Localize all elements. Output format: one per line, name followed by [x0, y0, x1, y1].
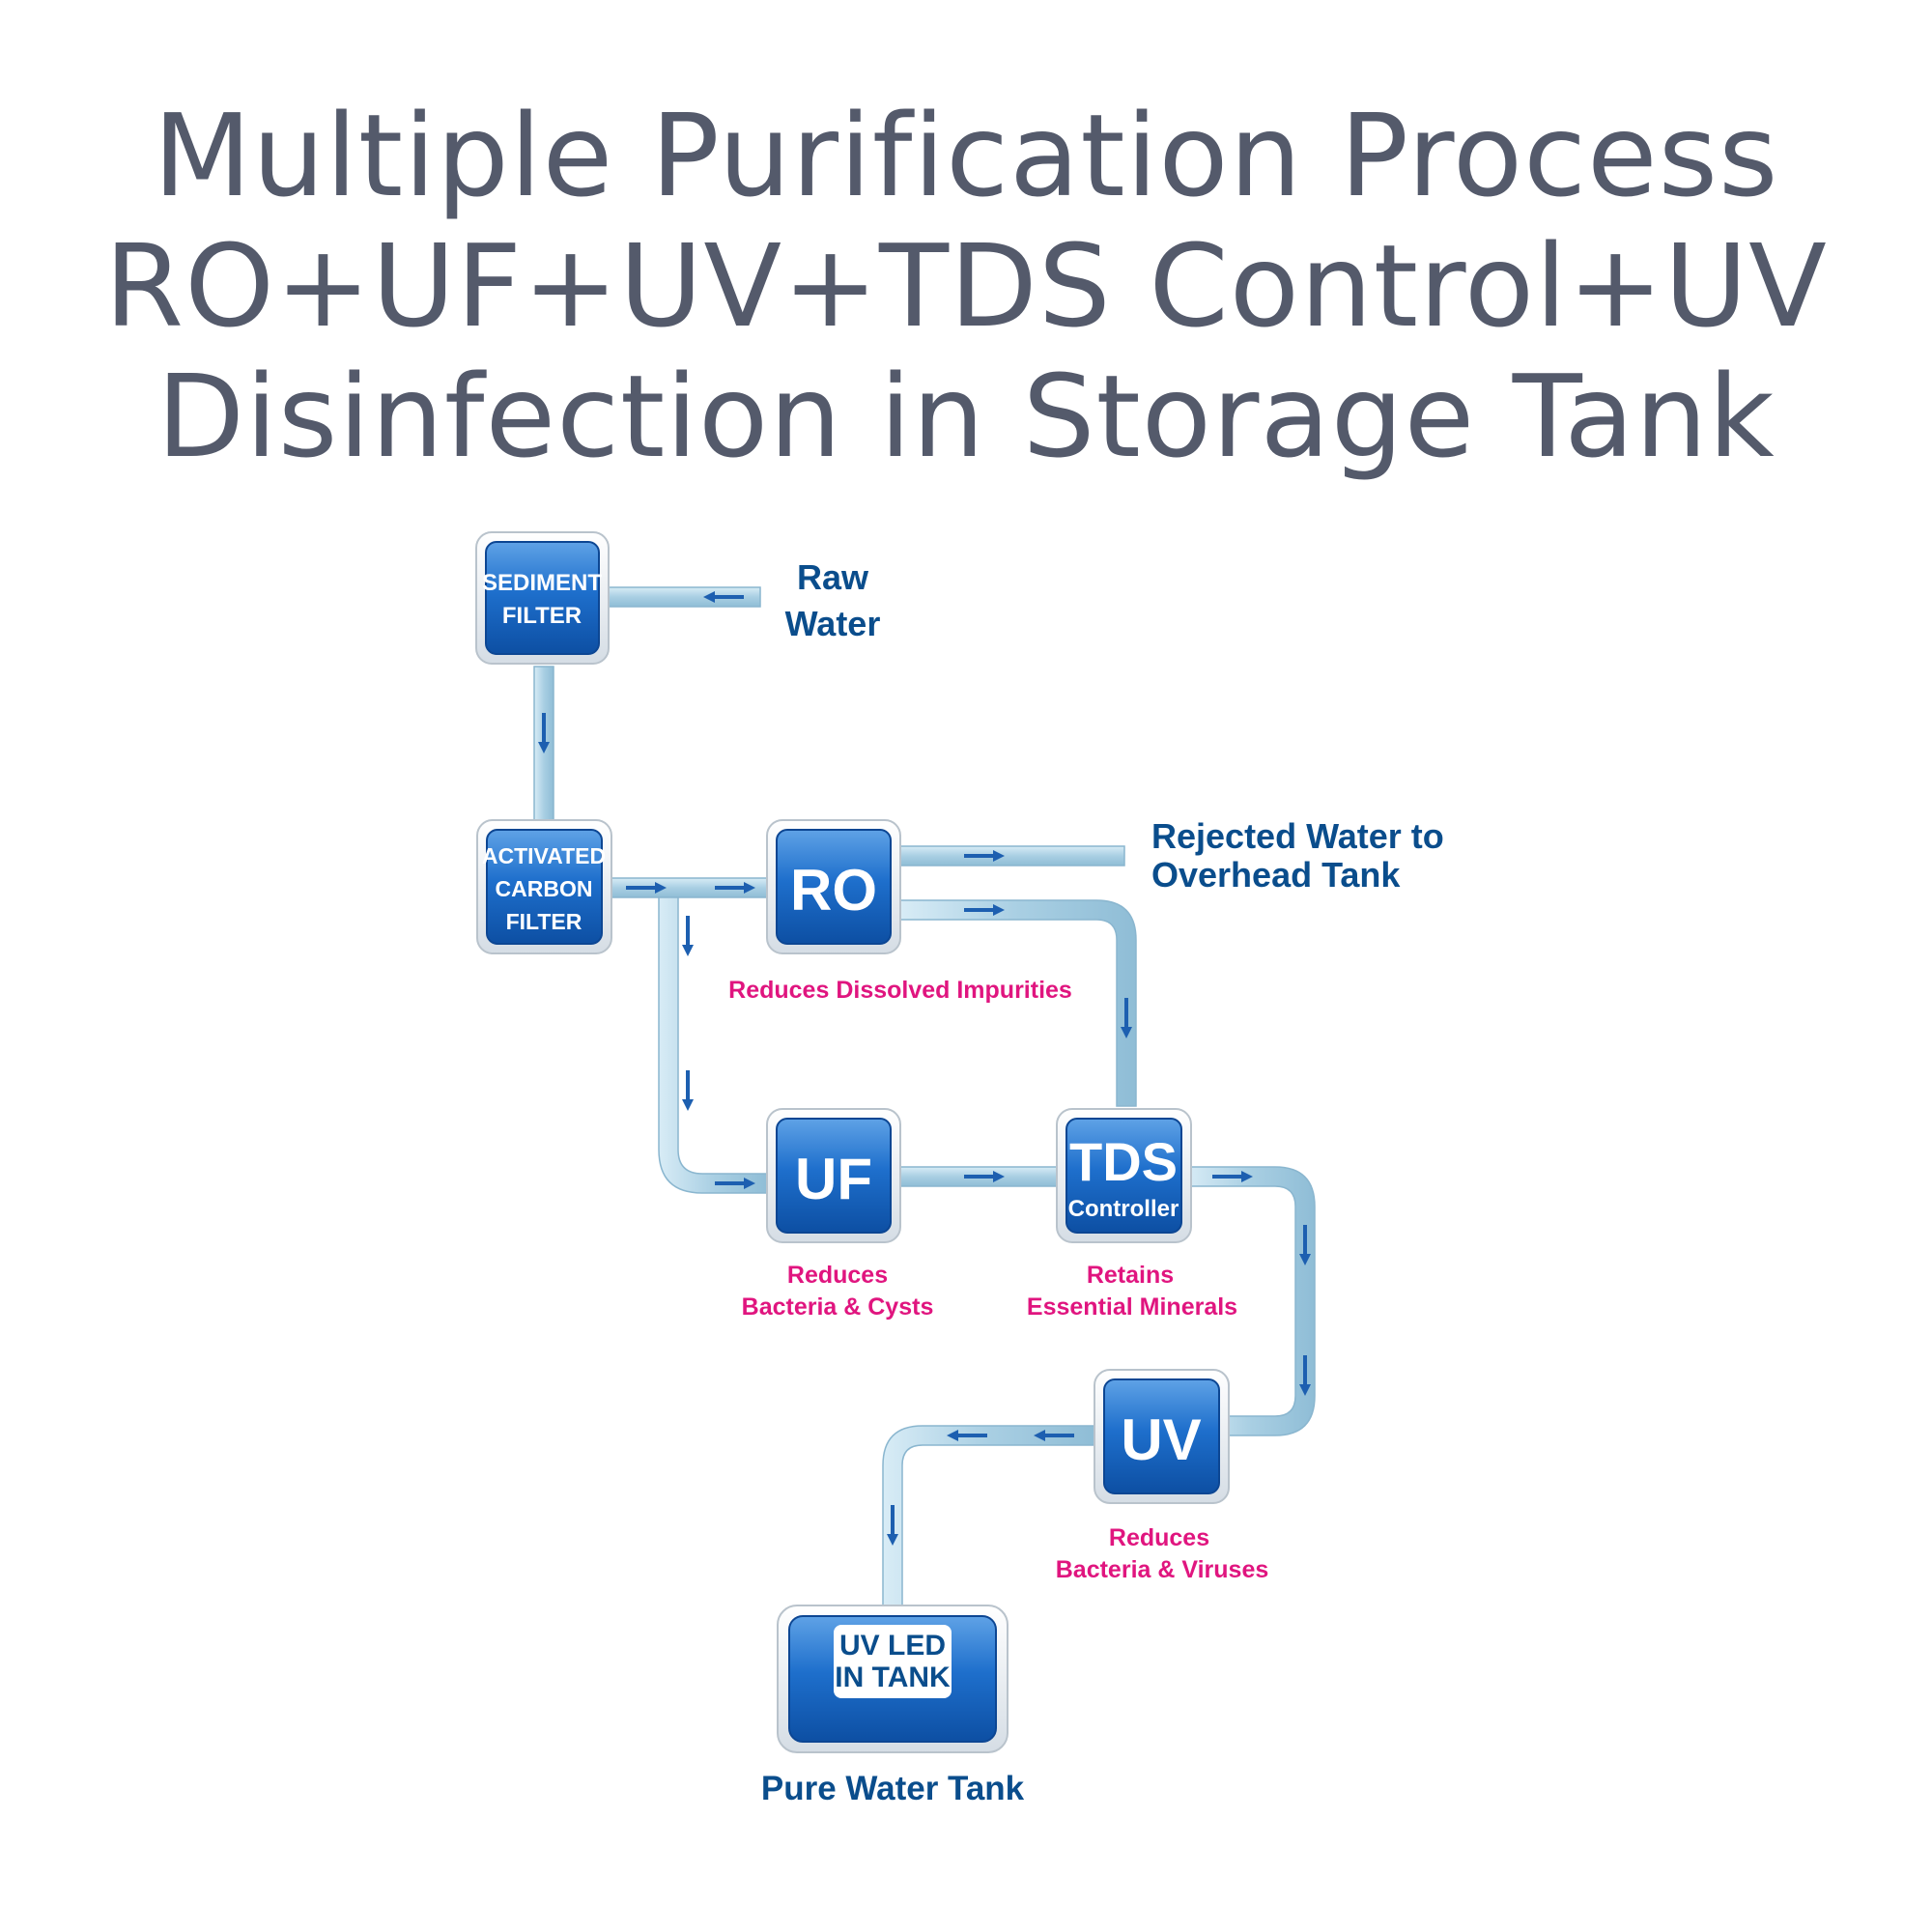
- rejected-water-label-2: Overhead Tank: [1151, 855, 1401, 895]
- uv-label: UV: [1121, 1407, 1201, 1472]
- uv-note-1: Reduces: [1109, 1524, 1209, 1551]
- tds-label: TDS: [1069, 1131, 1178, 1192]
- uf-label: UF: [795, 1147, 872, 1211]
- title-line-1: Multiple Purification Process: [153, 89, 1779, 222]
- arrow-left-uv-2: [947, 1430, 987, 1441]
- arrow-right-permeate: [964, 904, 1005, 916]
- arrow-right-carbon-1: [626, 882, 667, 894]
- carbon-filter-box: ACTIVATED CARBON FILTER: [476, 819, 612, 954]
- raw-water-label-1: Raw: [797, 557, 869, 597]
- uv-led-tank-box: UV LED IN TANK: [777, 1605, 1009, 1753]
- sediment-label-1: SEDIMENT: [482, 570, 602, 596]
- arrow-down-permeate: [1121, 998, 1132, 1038]
- title-line-3: Disinfection in Storage Tank: [156, 350, 1776, 483]
- arrow-right-reject: [964, 850, 1005, 862]
- arrow-right-carbon-2: [715, 882, 755, 894]
- arrow-down-branch-2: [682, 1070, 694, 1111]
- arrow-right-tds-out: [1212, 1171, 1253, 1182]
- sediment-label-2: FILTER: [502, 603, 582, 629]
- rejected-water-label-1: Rejected Water to: [1151, 816, 1444, 856]
- arrow-down-tank: [887, 1505, 898, 1546]
- tds-sublabel: Controller: [1068, 1196, 1179, 1222]
- raw-water-label-2: Water: [785, 604, 881, 643]
- pipe-ro-reject: [899, 845, 1125, 867]
- pipes: [533, 586, 1316, 1609]
- tank-label-1: UV LED: [839, 1630, 946, 1662]
- uf-note-1: Reduces: [787, 1262, 888, 1289]
- uf-note-2: Bacteria & Cysts: [742, 1293, 934, 1321]
- arrow-down-sediment: [538, 713, 550, 753]
- uv-note-2: Bacteria & Viruses: [1056, 1556, 1269, 1583]
- arrow-right-uf-tds: [964, 1171, 1005, 1182]
- ro-note: Reduces Dissolved Impurities: [728, 977, 1072, 1004]
- carbon-label-2: CARBON: [496, 876, 593, 901]
- carbon-label-1: ACTIVATED: [482, 843, 606, 868]
- pipe-ro-tds: [899, 899, 1137, 1107]
- tds-note-2: Essential Minerals: [1027, 1293, 1237, 1321]
- ro-label: RO: [790, 858, 877, 923]
- tds-controller-box: TDS Controller: [1056, 1108, 1192, 1243]
- tank-label-2: IN TANK: [835, 1662, 951, 1693]
- arrow-right-uf-in: [715, 1178, 755, 1189]
- uf-box: UF: [766, 1108, 901, 1243]
- title-line-2: RO+UF+UV+TDS Control+UV: [104, 219, 1828, 353]
- tds-note-1: Retains: [1087, 1262, 1174, 1289]
- carbon-label-3: FILTER: [506, 909, 582, 934]
- ro-box: RO: [766, 819, 901, 954]
- arrow-down-tds-uv-1: [1299, 1225, 1311, 1265]
- pipe-branch-uf: [658, 896, 770, 1194]
- pure-water-tank-label: Pure Water Tank: [761, 1770, 1025, 1807]
- arrow-down-branch-1: [682, 916, 694, 956]
- arrow-down-tds-uv-2: [1299, 1355, 1311, 1396]
- flow-arrows: [538, 591, 1311, 1546]
- sediment-filter-box: SEDIMENT FILTER: [475, 531, 610, 665]
- uv-box: UV: [1094, 1369, 1230, 1504]
- arrow-left-raw: [703, 591, 744, 603]
- arrow-left-uv-1: [1034, 1430, 1074, 1441]
